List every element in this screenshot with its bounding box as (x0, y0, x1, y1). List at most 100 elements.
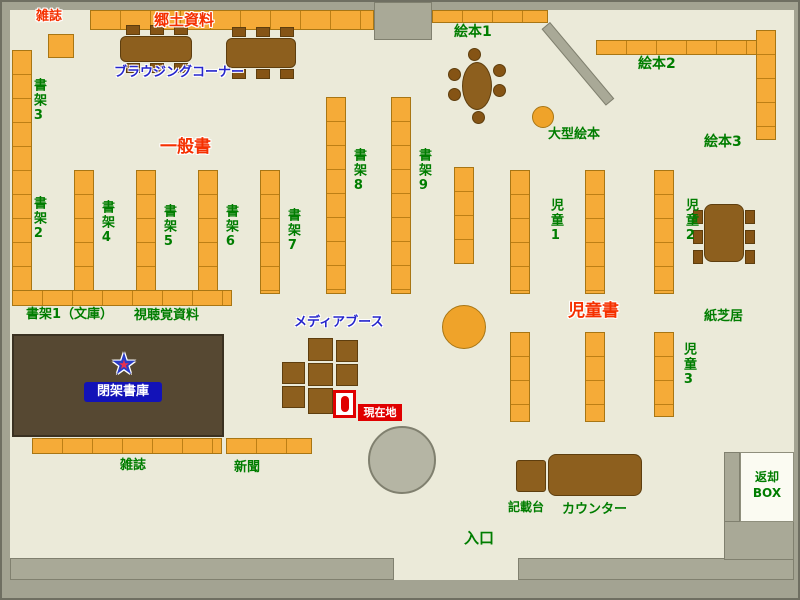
label-return-box-line1: 返却 (754, 470, 779, 484)
label-picturebooks-3: 絵本3 (704, 134, 742, 150)
media-booth-cell (308, 363, 333, 386)
chair (468, 48, 481, 61)
wall-bottom-left (10, 558, 394, 580)
label-browsing-corner: ブラウジングコーナー (114, 65, 245, 80)
chair (126, 25, 140, 35)
large-picturebook-table (532, 106, 554, 128)
chair (174, 25, 188, 35)
shelf-jido-lower-1 (510, 332, 530, 422)
closed-stack-sign: 閉架書庫 (84, 382, 162, 402)
label-shoka9: 書架9 (415, 148, 431, 195)
wall-pillar-top (374, 2, 432, 40)
label-return-box-line2: BOX (752, 485, 782, 500)
label-general-books: 一般書 (160, 137, 211, 157)
label-shoka1-bunko: 書架1（文庫） (26, 307, 114, 322)
shelf-jido-upper-3 (654, 170, 674, 294)
shelf-picturebooks-2 (596, 40, 758, 55)
media-booth-cell (336, 340, 358, 362)
label-picturebooks-2: 絵本2 (638, 56, 676, 72)
round-table (442, 305, 486, 349)
chair (693, 230, 703, 244)
shelf-jido-lower-3 (654, 332, 674, 417)
chair (126, 63, 140, 73)
shelf-shoka8-column (326, 97, 346, 294)
shelf-shoka4-column (74, 170, 94, 294)
service-counter (548, 454, 642, 496)
label-shoka8: 書架8 (350, 148, 366, 195)
browsing-table-2 (226, 38, 296, 68)
shelf-shoka9-column (391, 97, 411, 294)
label-entrance: 入口 (464, 529, 495, 547)
chair (150, 63, 164, 73)
label-jido1: 児童1 (547, 198, 563, 245)
return-box-area (740, 452, 794, 522)
wall-corner-block (724, 520, 794, 560)
chair (232, 69, 246, 79)
chair (174, 63, 188, 73)
chair (256, 27, 270, 37)
chair (280, 69, 294, 79)
chair (745, 250, 755, 264)
shelf-shoka6-column (198, 170, 218, 294)
label-media-booth: メディアブース (294, 315, 384, 330)
media-booth-cell (282, 386, 305, 408)
shelf-shoka5-column (136, 170, 156, 294)
media-booth-cell (336, 364, 358, 386)
label-shoka3: 書架3 (30, 78, 46, 125)
shelf-picturebooks-1 (432, 10, 548, 23)
chair (493, 84, 506, 97)
chair (280, 27, 294, 37)
browsing-table-1 (120, 36, 192, 62)
label-shoka4: 書架4 (98, 200, 114, 247)
shelf-wall-left-shoka2-3 (12, 50, 32, 294)
media-booth-cell (308, 388, 333, 414)
label-audiovisual: 視聴覚資料 (134, 308, 200, 323)
label-writing-stand: 記載台 (508, 500, 545, 514)
label-counter: カウンター (562, 502, 628, 517)
chair (448, 88, 461, 101)
writing-stand (516, 460, 546, 492)
label-magazines-top: 雑誌 (36, 9, 63, 24)
shelf-magazines-bottom (32, 438, 222, 454)
chair (232, 27, 246, 37)
label-shoka7: 書架7 (284, 208, 300, 255)
chair (745, 230, 755, 244)
label-newspaper: 新聞 (234, 460, 261, 475)
label-jido2: 児童2 (682, 198, 698, 245)
chair (150, 25, 164, 35)
label-shoka5: 書架5 (160, 204, 176, 251)
label-shoka6: 書架6 (222, 204, 238, 251)
shelf-shoka1-av-row (12, 290, 232, 306)
children-table (704, 204, 744, 262)
chair (693, 250, 703, 264)
chair (472, 111, 485, 124)
shelf-jido-lower-2 (585, 332, 605, 422)
current-location-tag: 現在地 (358, 404, 402, 421)
label-local-history: 郷土資料 (154, 11, 215, 29)
label-shoka2: 書架2 (30, 196, 46, 243)
ehon-oval-table (462, 62, 492, 110)
label-return-box: 返却 BOX (742, 470, 792, 501)
chair (256, 69, 270, 79)
label-large-picturebook: 大型絵本 (548, 127, 601, 142)
shelf-magazines-top (48, 34, 74, 58)
chair (448, 68, 461, 81)
label-jido3: 児童3 (680, 342, 696, 389)
chair (693, 210, 703, 224)
wall-bottom-right (518, 558, 794, 580)
star-icon: ★ ★ (110, 347, 138, 382)
pillar-column (368, 426, 436, 494)
label-kamishibai: 紙芝居 (704, 309, 744, 324)
chair (745, 210, 755, 224)
current-location-marker (333, 390, 356, 418)
label-magazines-bottom: 雑誌 (120, 458, 147, 473)
shelf-center-column (454, 167, 474, 264)
shelf-shoka7-column (260, 170, 280, 294)
label-picturebooks-1: 絵本1 (454, 24, 492, 40)
media-booth-cell (308, 338, 333, 361)
shelf-newspaper (226, 438, 312, 454)
label-children-books: 児童書 (568, 301, 619, 321)
media-booth-cell (282, 362, 305, 384)
shelf-jido-upper-2 (585, 170, 605, 294)
